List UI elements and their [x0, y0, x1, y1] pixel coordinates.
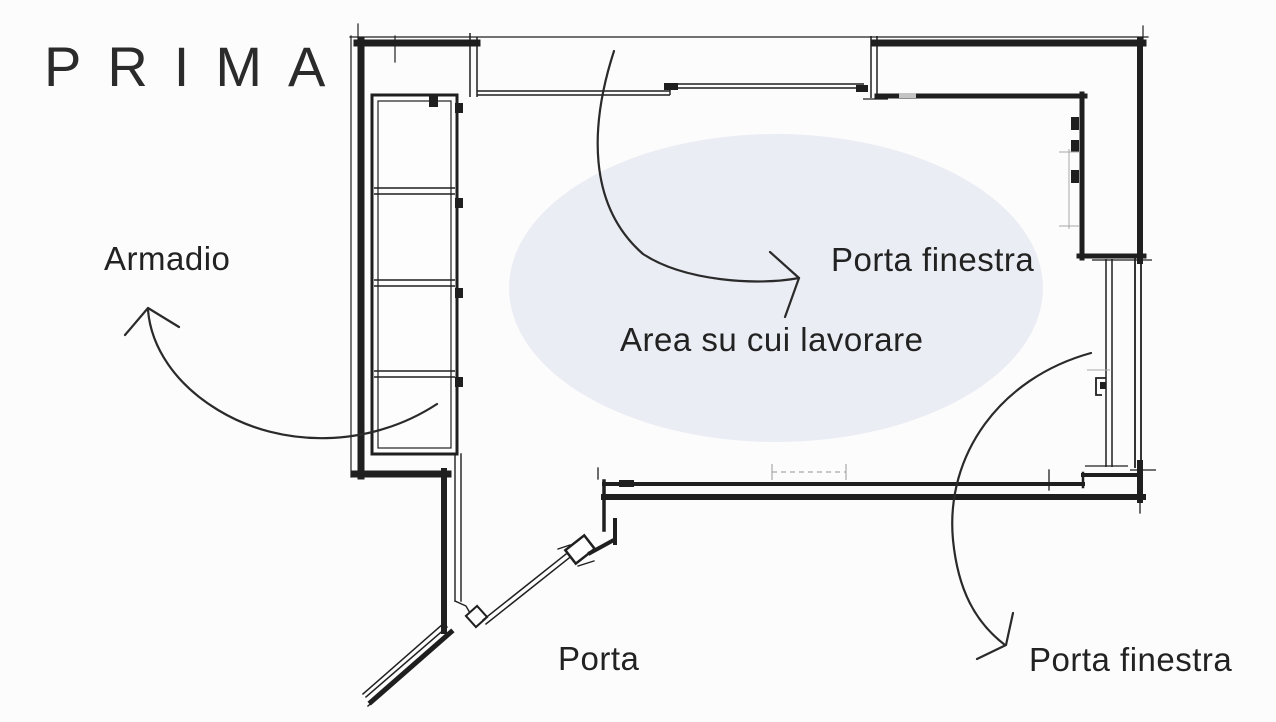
entrance-door [361, 453, 617, 708]
work-area-ellipse [509, 134, 1043, 442]
armadio-arrow [123, 306, 439, 440]
label-armadio: Armadio [104, 240, 231, 277]
dashed-niche-mark [771, 464, 847, 480]
right-french-door-window [1059, 149, 1156, 471]
label-area-su-cui-lavorare: Area su cui lavorare [620, 321, 924, 358]
label-porta-finestra-right: Porta finestra [1029, 641, 1233, 678]
label-porta: Porta [558, 640, 640, 677]
porta-finestra-right-arrow [951, 351, 1093, 661]
page-title: PRIMA [44, 35, 352, 98]
walls [349, 23, 1149, 634]
label-porta-finestra-top: Porta finestra [831, 241, 1035, 278]
wardrobe [370, 93, 463, 456]
wardrobe-hinge-marks [429, 96, 463, 387]
top-sliding-door-window [469, 33, 888, 100]
wardrobe-shelf-dividers [374, 187, 455, 378]
porta-finestra-top-arrow [596, 49, 801, 319]
